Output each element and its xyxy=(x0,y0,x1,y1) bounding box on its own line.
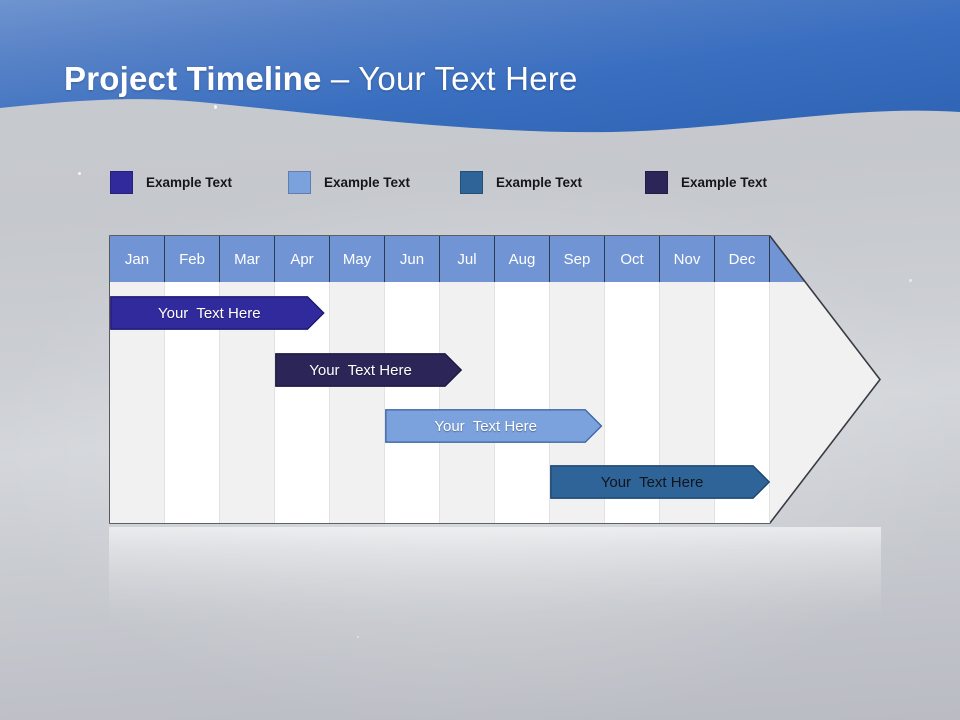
task-bar-shape xyxy=(385,409,603,443)
task-bar[interactable]: Your Text Here xyxy=(110,296,325,330)
task-bar[interactable]: Your Text Here xyxy=(275,353,463,387)
month-column-jun xyxy=(385,282,440,523)
month-header-jan[interactable]: Jan xyxy=(110,236,165,282)
month-header-may[interactable]: May xyxy=(330,236,385,282)
legend-color-swatch xyxy=(288,170,311,194)
month-header-jul[interactable]: Jul xyxy=(440,236,495,282)
month-column-may xyxy=(330,282,385,523)
sparkle-dot xyxy=(357,636,359,638)
month-header-mar[interactable]: Mar xyxy=(220,236,275,282)
legend-color-swatch xyxy=(460,170,483,194)
sparkle-dot xyxy=(78,172,81,175)
legend: Example Text Example Text Example Text Exam… xyxy=(110,168,810,196)
month-header-apr[interactable]: Apr xyxy=(275,236,330,282)
legend-item-label: Example Text xyxy=(324,174,411,190)
chart-reflection xyxy=(109,527,881,627)
page-title-light: – Your Text Here xyxy=(321,60,578,97)
legend-item-label: Example Text xyxy=(496,174,583,190)
month-header-feb[interactable]: Feb xyxy=(165,236,220,282)
task-bar-shape xyxy=(110,296,325,330)
task-bar-shape xyxy=(550,465,771,499)
header-band xyxy=(0,0,960,145)
page-title-strong: Project Timeline xyxy=(64,60,322,97)
legend-item-label: Example Text xyxy=(146,174,233,190)
legend-item[interactable]: Example Text xyxy=(645,168,767,196)
month-header-dec[interactable]: Dec xyxy=(715,236,770,282)
month-header-nov[interactable]: Nov xyxy=(660,236,715,282)
month-header-oct[interactable]: Oct xyxy=(605,236,660,282)
month-column-aug xyxy=(495,282,550,523)
month-column-jul xyxy=(440,282,495,523)
legend-item-label: Example Text xyxy=(681,174,768,190)
task-bar-shape xyxy=(275,353,463,387)
legend-color-swatch xyxy=(645,170,668,194)
page-title: Project Timeline – Your Text Here xyxy=(64,58,578,100)
month-header-jun[interactable]: Jun xyxy=(385,236,440,282)
task-bar[interactable]: Your Text Here xyxy=(550,465,771,499)
sparkle-dot xyxy=(909,279,912,282)
month-header-sep[interactable]: Sep xyxy=(550,236,605,282)
legend-item[interactable]: Example Text xyxy=(110,168,232,196)
legend-color-swatch xyxy=(110,170,133,194)
legend-item[interactable]: Example Text xyxy=(460,168,582,196)
month-header-aug[interactable]: Aug xyxy=(495,236,550,282)
task-bar[interactable]: Your Text Here xyxy=(385,409,603,443)
legend-item[interactable]: Example Text xyxy=(288,168,410,196)
